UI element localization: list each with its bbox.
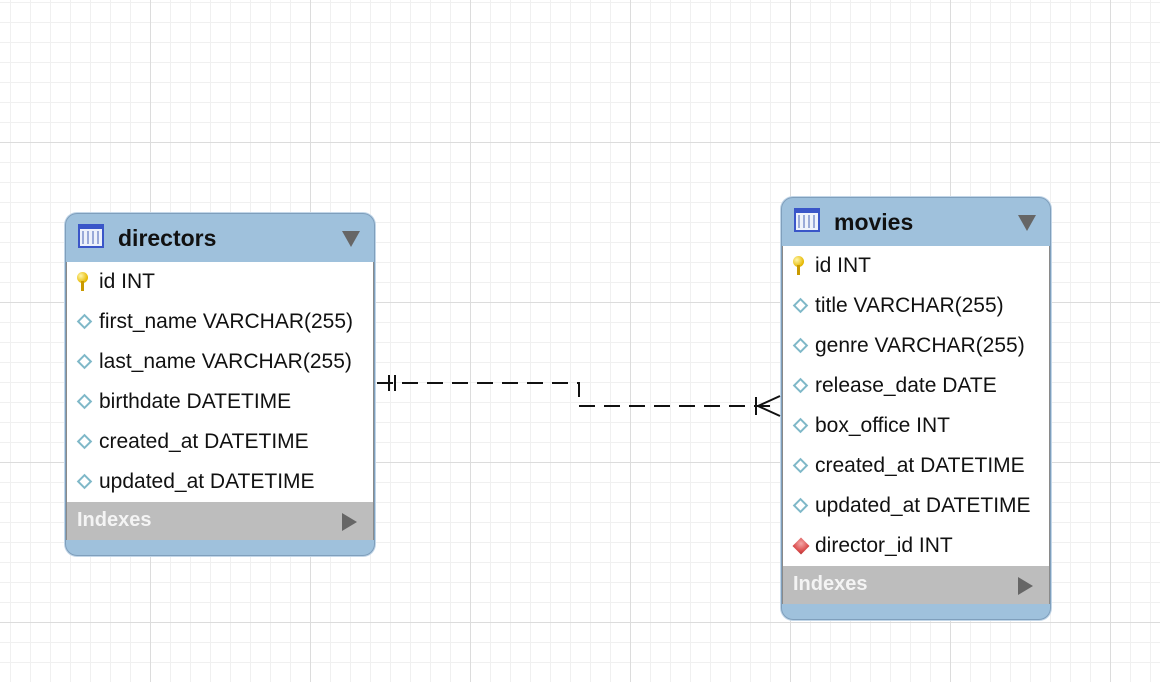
collapse-triangle-icon[interactable] (342, 231, 360, 247)
movies-table-title: movies (834, 209, 914, 235)
many-crowfoot-lower (757, 405, 781, 417)
expand-triangle-icon[interactable] (1018, 577, 1033, 595)
column-label: updated_at DATETIME (99, 470, 315, 493)
column-label: release_date DATE (815, 374, 997, 397)
column-label: box_office INT (815, 414, 951, 437)
directors-columns: id INT first_name VARCHAR(255) last_name… (66, 262, 374, 502)
column-row[interactable]: last_name VARCHAR(255) (67, 342, 373, 382)
primary-key-icon (77, 272, 88, 292)
column-label: updated_at DATETIME (815, 494, 1031, 517)
column-row[interactable]: created_at DATETIME (783, 446, 1049, 486)
column-row[interactable]: birthdate DATETIME (67, 382, 373, 422)
many-crowfoot-upper (757, 395, 781, 407)
primary-key-icon (793, 256, 804, 276)
column-row[interactable]: director_id INT (783, 526, 1049, 566)
movies-table[interactable]: movies id INT title VARCHAR(255) genre V… (781, 197, 1051, 620)
directors-table-header[interactable]: directors (66, 214, 374, 262)
movies-indexes-section[interactable]: Indexes (782, 566, 1050, 604)
column-row[interactable]: updated_at DATETIME (783, 486, 1049, 526)
relationship-dashed-line (377, 382, 779, 407)
expand-triangle-icon[interactable] (342, 513, 357, 531)
column-row[interactable]: id INT (783, 246, 1049, 286)
column-label: director_id INT (815, 534, 953, 557)
column-label: created_at DATETIME (99, 430, 309, 453)
table-icon (794, 208, 820, 232)
column-row[interactable]: genre VARCHAR(255) (783, 326, 1049, 366)
column-label: title VARCHAR(255) (815, 294, 1004, 317)
directors-table[interactable]: directors id INT first_name VARCHAR(255)… (65, 213, 375, 556)
column-row[interactable]: id INT (67, 262, 373, 302)
column-label: last_name VARCHAR(255) (99, 350, 352, 373)
column-row[interactable]: updated_at DATETIME (67, 462, 373, 502)
collapse-triangle-icon[interactable] (1018, 215, 1036, 231)
directors-table-title: directors (118, 225, 217, 251)
directors-indexes-section[interactable]: Indexes (66, 502, 374, 540)
column-label: first_name VARCHAR(255) (99, 310, 354, 333)
column-label: birthdate DATETIME (99, 390, 292, 413)
indexes-label: Indexes (77, 509, 152, 531)
column-label: id INT (815, 254, 872, 277)
indexes-label: Indexes (793, 573, 868, 595)
column-label: id INT (99, 270, 156, 293)
table-icon (78, 224, 104, 248)
column-row[interactable]: created_at DATETIME (67, 422, 373, 462)
column-row[interactable]: title VARCHAR(255) (783, 286, 1049, 326)
column-row[interactable]: first_name VARCHAR(255) (67, 302, 373, 342)
column-row[interactable]: box_office INT (783, 406, 1049, 446)
movies-table-header[interactable]: movies (782, 198, 1050, 246)
column-label: genre VARCHAR(255) (815, 334, 1025, 357)
column-label: created_at DATETIME (815, 454, 1025, 477)
movies-columns: id INT title VARCHAR(255) genre VARCHAR(… (782, 246, 1050, 566)
column-row[interactable]: release_date DATE (783, 366, 1049, 406)
